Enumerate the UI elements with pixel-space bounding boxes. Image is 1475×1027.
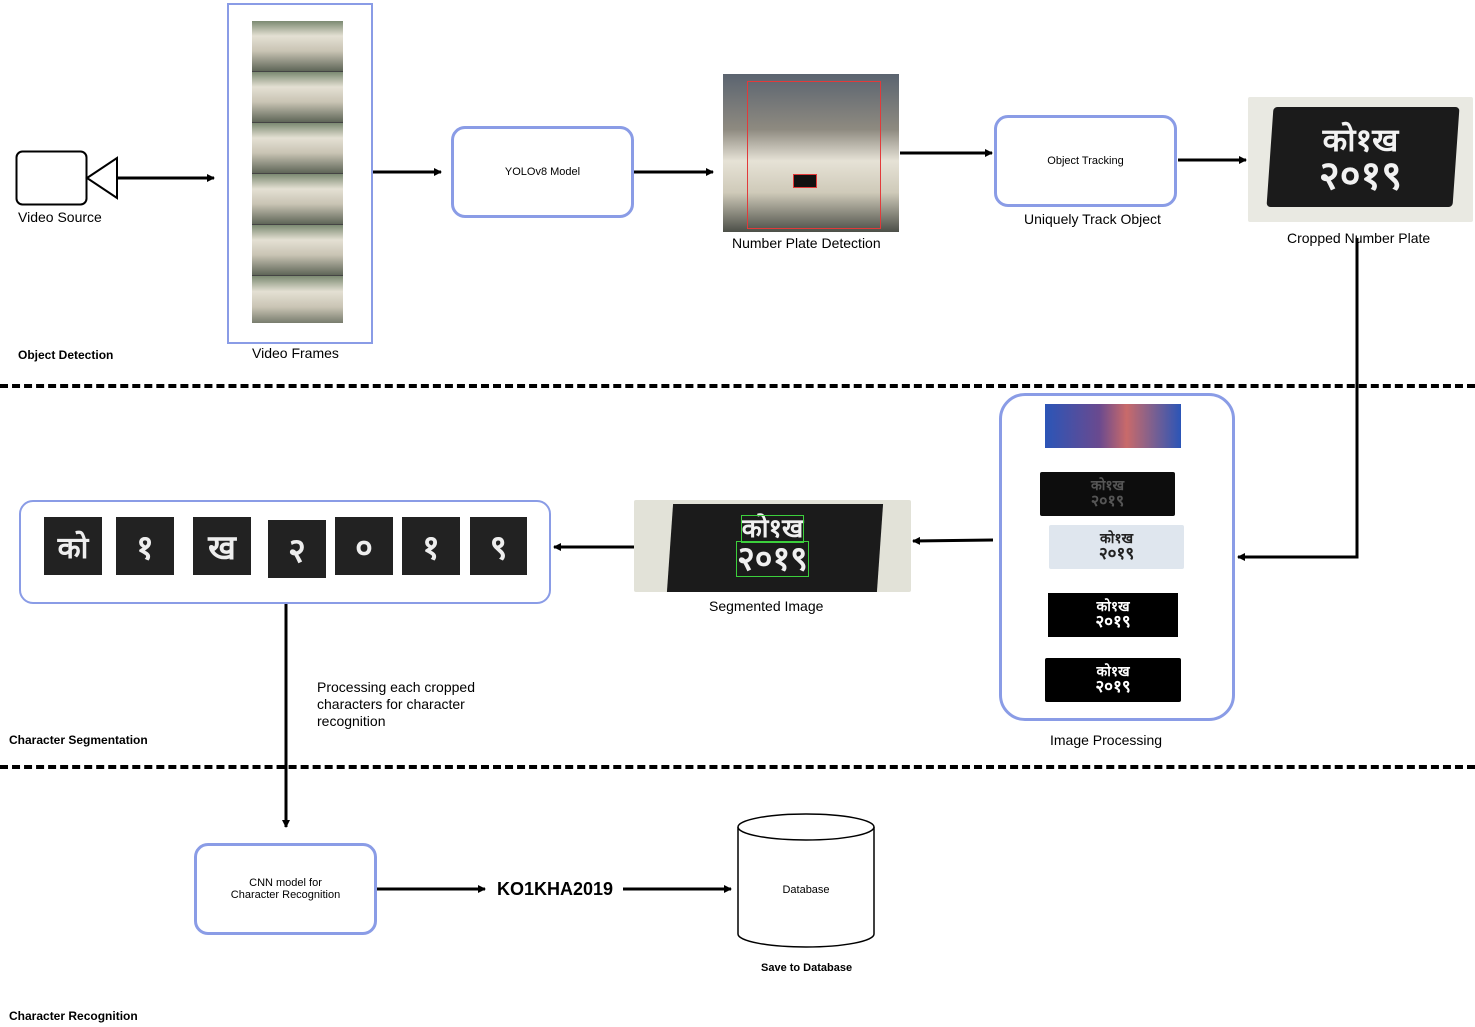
segmented-characters-box xyxy=(19,500,551,604)
video-frames-strip xyxy=(252,21,343,323)
segmented-image-label: Segmented Image xyxy=(709,598,824,614)
section-title-object-detection: Object Detection xyxy=(18,348,114,362)
video-frames-label: Video Frames xyxy=(252,345,339,361)
processing-dark-line1: को१ख xyxy=(1090,478,1125,494)
processing-step-binary: को१ख २०१९ xyxy=(1045,658,1181,702)
processing-threshold-line1: को१ख xyxy=(1096,598,1130,615)
cropped-plate-image: को१ख २०१९ xyxy=(1248,97,1473,222)
character-tile: १ xyxy=(116,517,174,575)
cropped-plate-label: Cropped Number Plate xyxy=(1287,230,1431,246)
character-tile: ख xyxy=(193,517,251,575)
number-plate-detection-image xyxy=(723,74,899,232)
cropped-plate-line2: २०१९ xyxy=(1318,152,1403,199)
yolo-model-label: YOLOv8 Model xyxy=(504,166,581,178)
character-tile: २ xyxy=(268,520,326,578)
yolo-model-box: YOLOv8 Model xyxy=(451,126,634,218)
cropped-plate-line1: को१ख xyxy=(1322,120,1399,159)
section-divider-2 xyxy=(0,765,1475,769)
character-tile: ० xyxy=(335,517,393,575)
segmented-line2: २०१९ xyxy=(736,539,809,579)
video-frames-frame xyxy=(227,3,373,344)
cnn-model-line1: CNN model for xyxy=(249,877,322,889)
character-tile: १ xyxy=(402,517,460,575)
object-tracking-box: Object Tracking xyxy=(994,115,1177,207)
section-title-character-recognition: Character Recognition xyxy=(9,1009,138,1023)
image-processing-label: Image Processing xyxy=(1050,732,1163,748)
section-divider-1 xyxy=(0,384,1475,388)
video-camera-icon xyxy=(15,150,118,206)
character-tile: ९ xyxy=(470,517,527,575)
processing-gray-line2: २०१९ xyxy=(1098,543,1135,564)
processing-note-line1: Processing each cropped xyxy=(317,679,475,695)
save-to-database-label: Save to Database xyxy=(761,962,853,974)
cnn-model-line2: Character Recognition xyxy=(230,889,341,901)
processing-note-line2: characters for character xyxy=(317,696,465,712)
video-source-label: Video Source xyxy=(18,209,102,225)
image-processing-container xyxy=(999,393,1235,721)
database-icon xyxy=(737,813,875,948)
processing-note-line3: recognition xyxy=(317,713,386,729)
processing-binary-line2: २०१९ xyxy=(1095,676,1131,697)
arrow-processing-to-segmented xyxy=(912,536,994,545)
processing-step-gray: को१ख २०१९ xyxy=(1049,525,1184,569)
processing-dark-line2: २०१९ xyxy=(1090,491,1125,510)
uniquely-track-label: Uniquely Track Object xyxy=(1024,211,1161,227)
arrow-crop-to-processing xyxy=(1237,238,1359,561)
segmented-image: को१ख २०१९ xyxy=(634,500,911,592)
database-label: Database xyxy=(782,884,830,896)
processing-step-threshold: को१ख २०१९ xyxy=(1045,593,1181,637)
section-title-character-segmentation: Character Segmentation xyxy=(9,733,148,747)
segmented-line1: को१ख xyxy=(740,514,805,544)
processing-step-dark: को१ख २०१९ xyxy=(1040,472,1175,516)
number-plate-detection-label: Number Plate Detection xyxy=(732,235,881,251)
object-tracking-label: Object Tracking xyxy=(1047,155,1124,167)
processing-binary-line1: को१ख xyxy=(1096,663,1130,680)
character-tile: को xyxy=(44,517,102,575)
cnn-model-box: CNN model for Character Recognition xyxy=(194,843,377,935)
processing-threshold-line2: २०१९ xyxy=(1095,611,1131,632)
recognition-result: KO1KHA2019 xyxy=(497,879,614,899)
processing-gray-line1: को१ख xyxy=(1099,530,1134,547)
processing-step-color xyxy=(1045,404,1181,448)
